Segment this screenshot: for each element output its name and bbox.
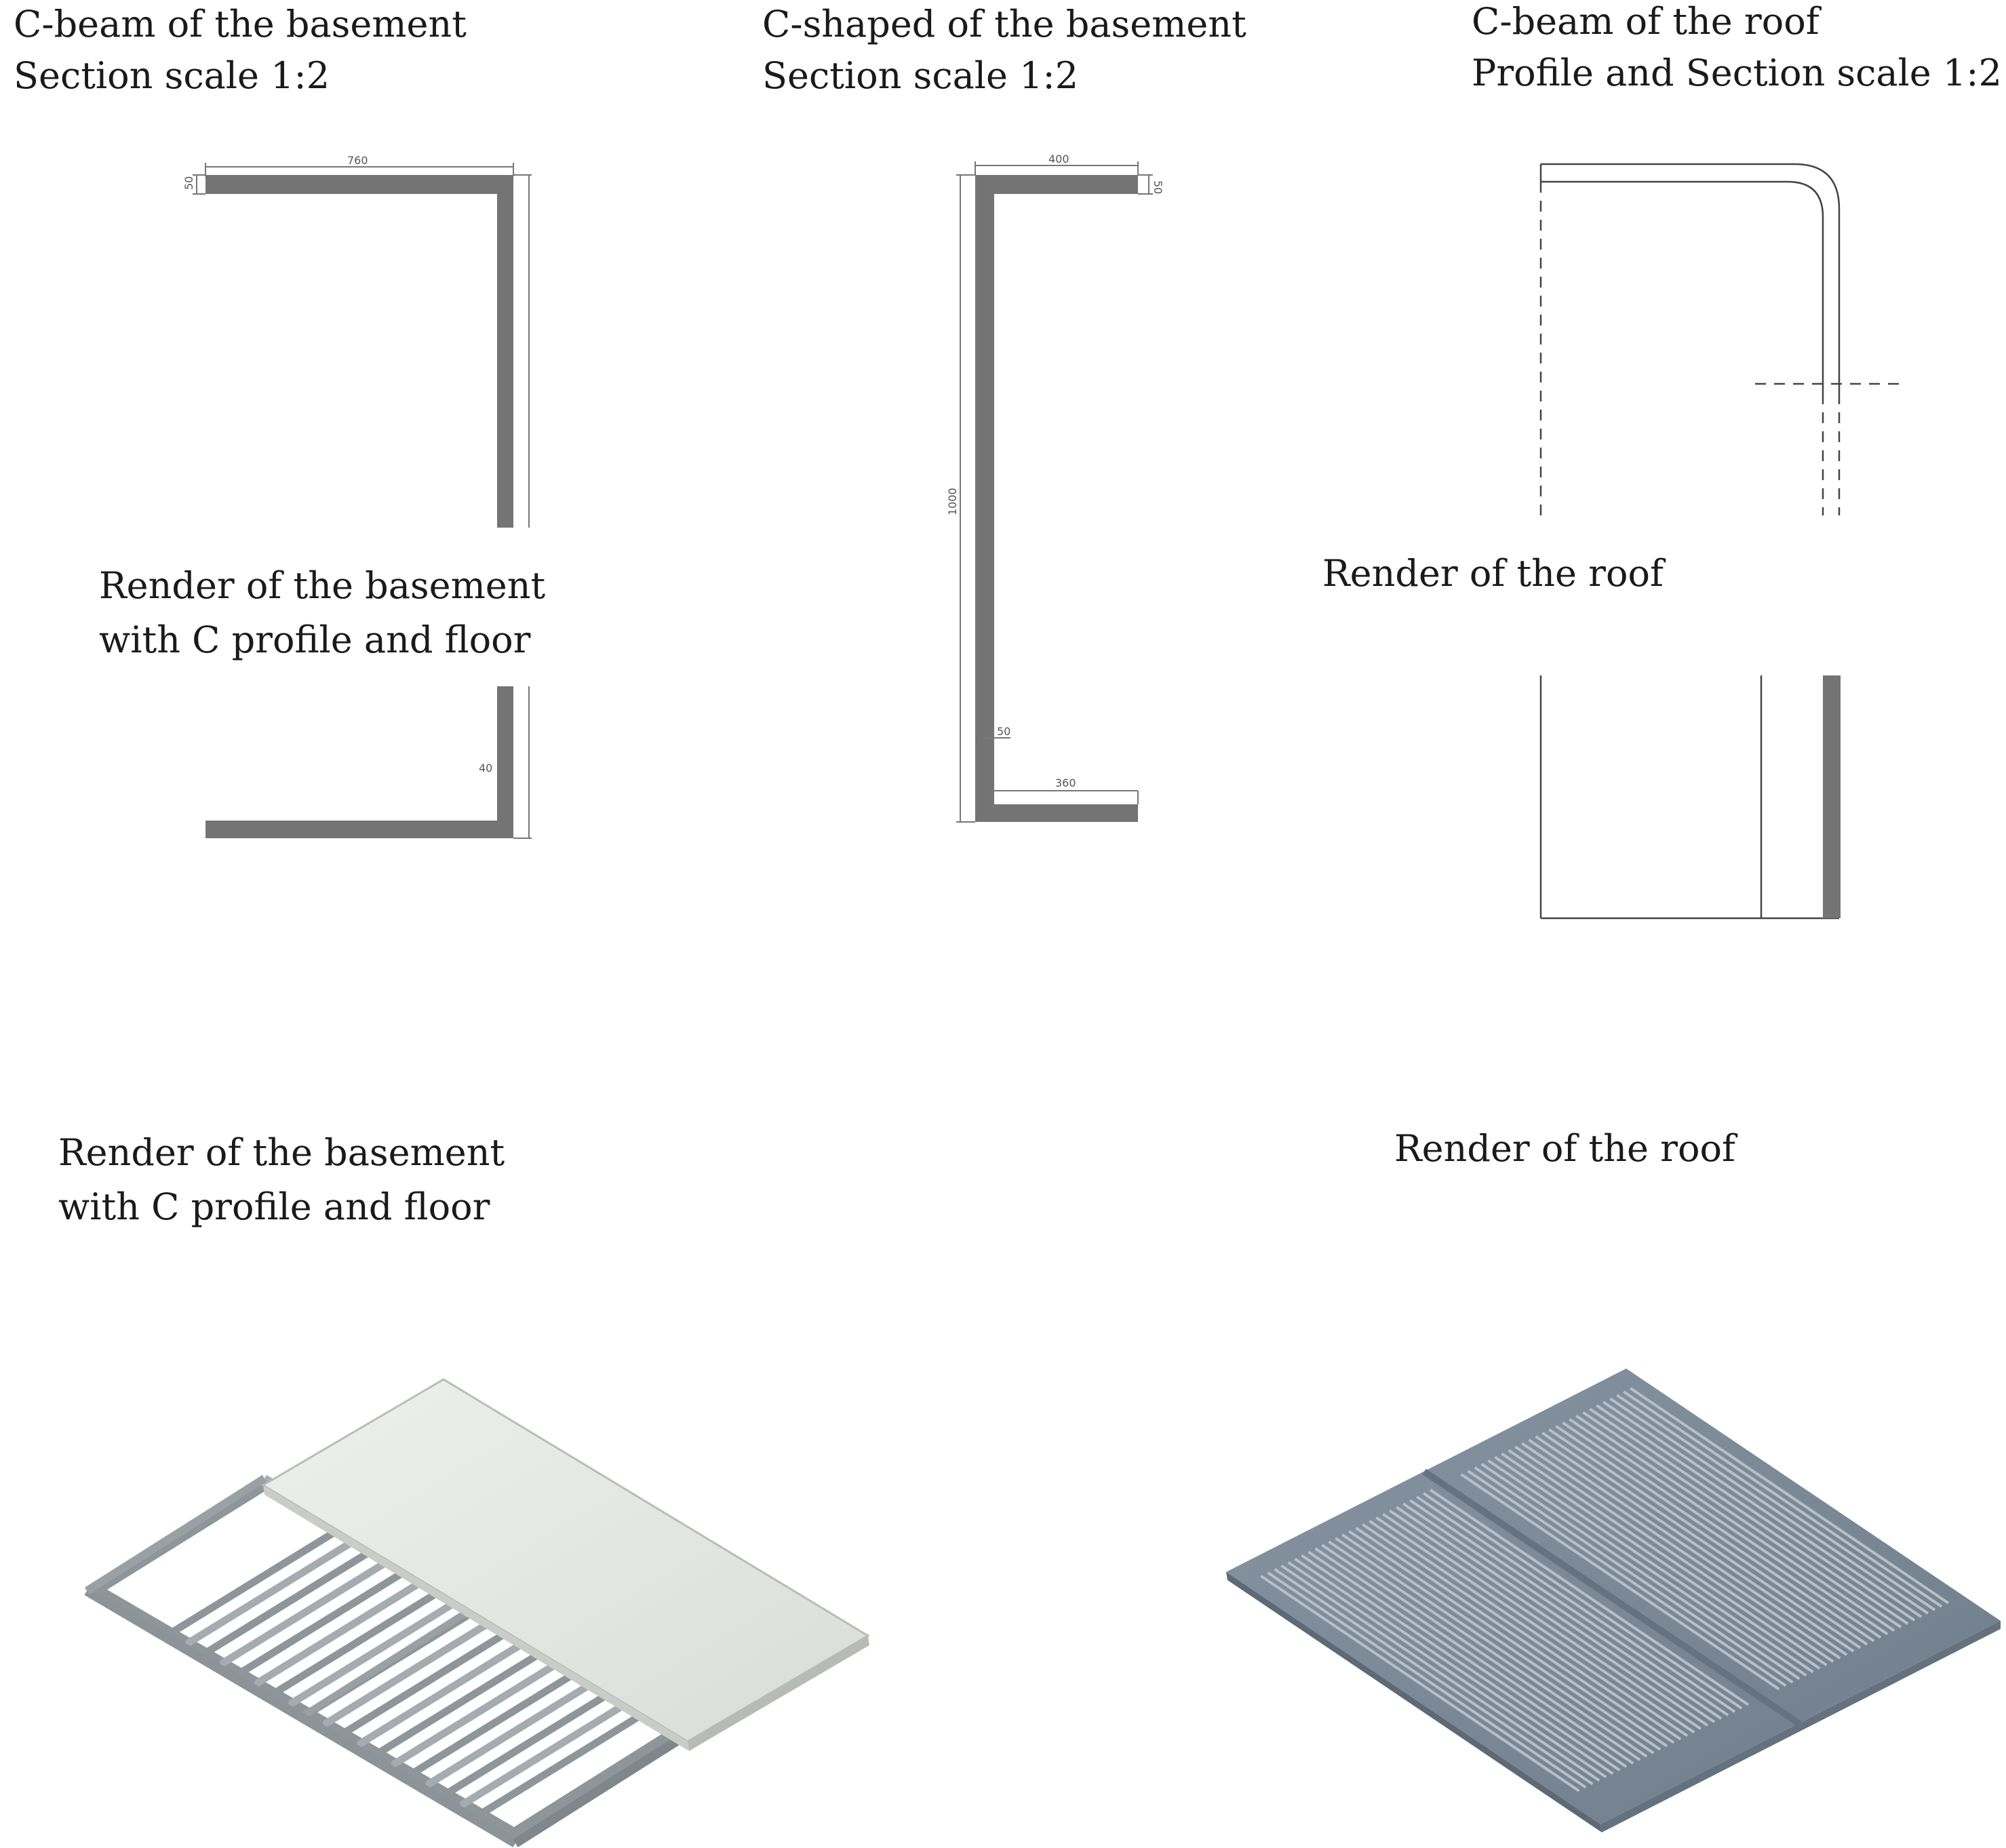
basement-cshape-title: C-shaped of the basement: [762, 3, 1246, 45]
roof-rib: [1596, 1404, 1916, 1621]
dim-cbeam-web: 40: [479, 762, 492, 774]
roof-rib: [1335, 1537, 1655, 1754]
roof-rib: [1301, 1554, 1621, 1771]
floor-rod: [391, 1655, 568, 1767]
roof-cbeam-profile: [1539, 163, 1904, 920]
roof-rib: [1535, 1435, 1855, 1653]
roof-rib: [1480, 1463, 1801, 1680]
floor-rod: [168, 1524, 346, 1636]
roof-render: [1226, 1369, 2001, 1832]
basement-cbeam-title: C-beam of the basement: [14, 3, 467, 45]
dim-cshape-height: 1000: [946, 488, 959, 515]
roof-rib: [1321, 1544, 1641, 1761]
render-basement-mid-subtitle: with C profile and floor: [99, 618, 531, 661]
floor-rod: [442, 1685, 620, 1798]
floor-rod: [322, 1615, 500, 1727]
render-basement-subtitle: with C profile and floor: [58, 1185, 490, 1228]
roof-rib: [1528, 1438, 1848, 1656]
roof-rib: [1541, 1432, 1862, 1649]
roof-rib: [1362, 1523, 1682, 1741]
roof-rib: [1616, 1394, 1936, 1611]
roof-rib: [1582, 1411, 1902, 1629]
floor-rod: [237, 1564, 414, 1676]
render-basement-title: Render of the basement: [58, 1131, 505, 1174]
roof-rib: [1287, 1561, 1607, 1779]
roof-rib: [1314, 1547, 1634, 1765]
roof-rib: [1416, 1495, 1736, 1713]
roof-rib: [1274, 1568, 1594, 1786]
roof-rib: [1348, 1530, 1668, 1748]
basement-cshape-subtitle: Section scale 1:2: [762, 54, 1078, 97]
floor-rod: [477, 1706, 654, 1818]
roof-rib: [1555, 1425, 1875, 1643]
roof-rib: [1396, 1506, 1716, 1723]
roof-rib: [1623, 1390, 1943, 1608]
render-roof-mid-title: Render of the roof: [1322, 552, 1666, 595]
dim-cbeam-width: 760: [347, 154, 368, 167]
floor-rod: [185, 1534, 363, 1647]
roof-rib: [1307, 1550, 1628, 1768]
dim-cbeam-flange: 50: [182, 176, 195, 190]
render-basement-mid-title: Render of the basement: [99, 564, 546, 607]
roof-rib: [1467, 1470, 1787, 1687]
roof-cbeam-title: C-beam of the roof: [1472, 0, 1822, 43]
basement-cbeam-section: 760 50 40: [182, 154, 532, 839]
roof-rib: [1602, 1400, 1923, 1618]
roof-rib: [1328, 1540, 1648, 1758]
roof-rib: [1355, 1527, 1675, 1744]
roof-rib: [1341, 1533, 1661, 1751]
floor-rod: [460, 1695, 637, 1808]
roof-rib: [1260, 1575, 1580, 1792]
roof-rib: [1430, 1489, 1750, 1706]
floor-rod: [374, 1645, 551, 1758]
floor-rod: [425, 1675, 603, 1788]
roof-rib: [1575, 1415, 1895, 1632]
dim-cshape-top: 400: [1048, 153, 1069, 165]
roof-rib: [1460, 1473, 1780, 1691]
roof-rib: [1521, 1442, 1841, 1659]
roof-rib: [1280, 1565, 1600, 1782]
dim-cshape-web: 50: [997, 725, 1010, 738]
basement-render: [84, 1378, 870, 1848]
roof-rib: [1375, 1516, 1695, 1734]
roof-rib: [1402, 1502, 1723, 1720]
roof-rib: [1548, 1428, 1868, 1646]
roof-rib: [1609, 1397, 1929, 1615]
floor-rod: [288, 1594, 466, 1707]
roof-rib: [1501, 1452, 1821, 1670]
floor-rod: [254, 1574, 431, 1687]
roof-rib: [1294, 1557, 1614, 1775]
frame-crossbar: [299, 1601, 481, 1721]
floor-rod: [357, 1635, 534, 1748]
roof-rib: [1474, 1466, 1794, 1684]
roof-rib: [1423, 1492, 1743, 1710]
roof-rib: [1382, 1512, 1702, 1731]
roof-rib: [1369, 1520, 1689, 1737]
floor-rod: [340, 1625, 517, 1737]
roof-cbeam-subtitle: Profile and Section scale 1:2: [1472, 52, 2002, 94]
floor-rod: [271, 1584, 448, 1697]
roof-rib: [1409, 1499, 1729, 1716]
roof-rib: [1389, 1509, 1709, 1727]
dim-cshape-flange: 50: [1152, 180, 1164, 194]
roof-rib: [1514, 1445, 1834, 1663]
roof-rib: [1589, 1407, 1909, 1625]
dim-cshape-bottom: 360: [1055, 776, 1076, 789]
basement-cshape-section: 400 50 1000 50 360: [946, 153, 1164, 823]
render-roof-title: Render of the roof: [1394, 1127, 1738, 1170]
roof-rib: [1508, 1449, 1828, 1666]
roof-rib: [1569, 1418, 1889, 1636]
roof-rib: [1487, 1459, 1807, 1677]
floor-rod: [202, 1544, 380, 1657]
roof-rib: [1630, 1387, 1950, 1605]
floor-rod: [408, 1665, 586, 1777]
roof-rib: [1267, 1571, 1587, 1789]
floor-rod: [220, 1554, 397, 1667]
roof-rib: [1562, 1421, 1882, 1639]
roof-rib: [1494, 1455, 1814, 1674]
basement-cbeam-subtitle: Section scale 1:2: [14, 54, 330, 97]
